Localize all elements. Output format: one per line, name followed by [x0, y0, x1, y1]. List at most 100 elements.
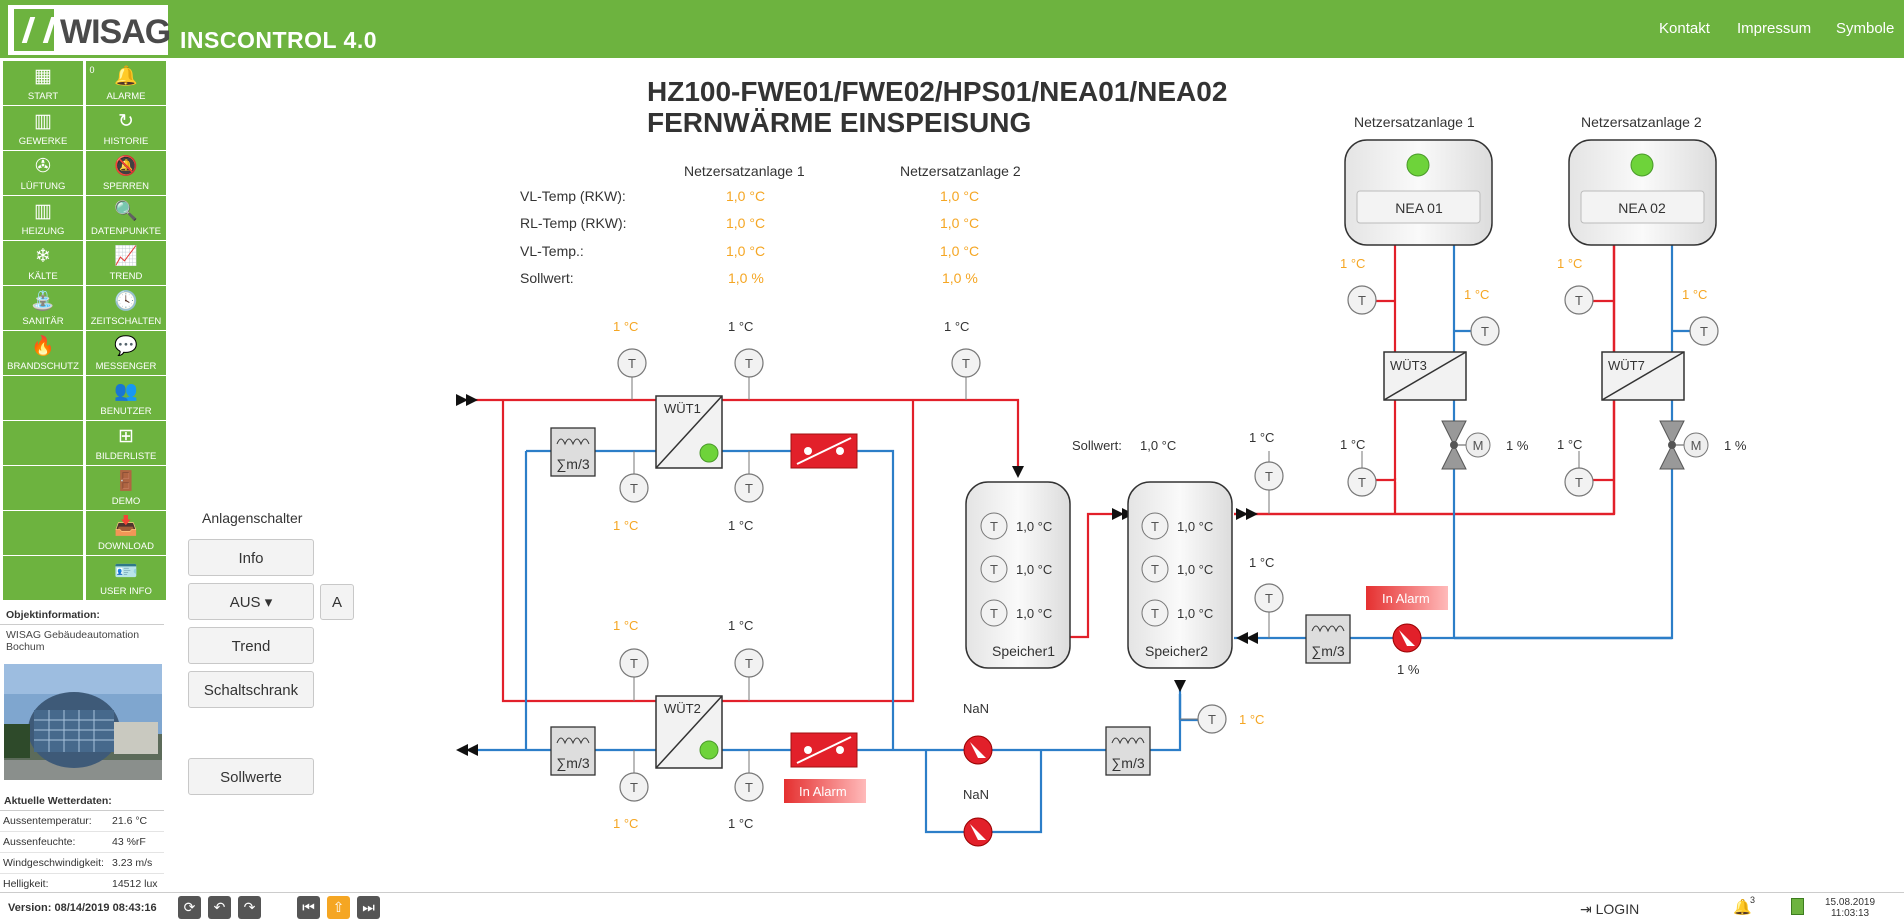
top-bar: WISAG INSCONTROL 4.0 Kontakt Impressum S…: [0, 0, 1904, 58]
nav-tile-historie[interactable]: ↻HISTORIE: [86, 106, 166, 150]
login-link[interactable]: ⇥ LOGIN: [1580, 901, 1639, 918]
nav-tile-brandschutz[interactable]: 🔥BRANDSCHUTZ: [3, 331, 83, 375]
wut1-label: WÜT1: [664, 401, 701, 416]
wisag-logo[interactable]: WISAG: [8, 5, 171, 55]
pump-3[interactable]: 1 %: [1392, 623, 1422, 677]
sensor-symbol: T: [1265, 591, 1273, 606]
nea02-button[interactable]: [1580, 190, 1705, 224]
nav-tile-empty: [3, 511, 83, 555]
sensor-symbol: T: [745, 656, 753, 671]
nav-tile-bilderliste[interactable]: ⊞BILDERLISTE: [86, 421, 166, 465]
temperature-sensor[interactable]: T: [951, 348, 981, 400]
nav-tile-demo[interactable]: 🚪DEMO: [86, 466, 166, 510]
nav-tile-gewerke[interactable]: ▥GEWERKE: [3, 106, 83, 150]
last-page-icon[interactable]: ⏭: [357, 896, 380, 919]
heat-meter[interactable]: ∑m/3: [550, 726, 596, 776]
alarm-badge-pump3[interactable]: In Alarm: [1366, 586, 1448, 610]
refresh-icon[interactable]: ⟳: [178, 896, 201, 919]
first-page-icon[interactable]: ⏮: [297, 896, 320, 919]
sensor-symbol: T: [1481, 324, 1489, 339]
nav-tile-zeitschalten[interactable]: 🕓ZEITSCHALTEN: [86, 286, 166, 330]
nav-tile-empty: [3, 421, 83, 465]
weather-row: Aussenfeuchte:43 %rF: [0, 832, 164, 853]
heat-exchanger-wut2[interactable]: WÜT2: [655, 695, 723, 769]
temperature-sensor[interactable]: T: [734, 348, 764, 400]
table-header-nea1: Netzersatzanlage 1: [684, 163, 805, 179]
temperature-sensor[interactable]: T: [617, 348, 647, 400]
nav-tile-benutzer[interactable]: 👥BENUTZER: [86, 376, 166, 420]
heat-meter[interactable]: ∑m/3: [1305, 614, 1351, 664]
heat-meter[interactable]: ∑m/3: [550, 427, 596, 477]
nav-tile-start[interactable]: ▦START: [3, 61, 83, 105]
temperature-sensor[interactable]: T: [1347, 285, 1377, 315]
trend-button[interactable]: Trend: [188, 627, 314, 664]
setpoint-label: Sollwert:: [1072, 438, 1122, 453]
auto-mode-button[interactable]: A: [320, 584, 354, 620]
temperature-sensor[interactable]: T: [1347, 451, 1377, 497]
temperature-value: 1 °C: [1239, 712, 1264, 727]
temperature-sensor[interactable]: T: [1180, 704, 1227, 734]
temperature-sensor[interactable]: T: [734, 648, 764, 701]
tank-temp-value: 1,0 °C: [1016, 519, 1052, 534]
nav-tile-sanitär[interactable]: ⛲SANITÄR: [3, 286, 83, 330]
nea-unit-1: Netzersatzanlage 1 NEA 01: [1344, 114, 1493, 246]
temperature-sensor[interactable]: T: [619, 750, 649, 802]
nav-tile-download[interactable]: 📥DOWNLOAD: [86, 511, 166, 555]
nav-tile-user-info[interactable]: 🪪USER INFO: [86, 556, 166, 600]
table-row-value: 1,0 °C: [726, 188, 766, 204]
nav-tile-empty: [3, 376, 83, 420]
temperature-sensor[interactable]: T: [1254, 451, 1284, 514]
nav-tile-trend[interactable]: 📈TREND: [86, 241, 166, 285]
table-row-value: 1,0 °C: [726, 215, 766, 231]
temperature-sensor[interactable]: T: [734, 750, 764, 802]
upload-icon[interactable]: ⇧: [327, 896, 350, 919]
alarm-bell-icon[interactable]: 🔔: [1733, 899, 1752, 916]
info-button[interactable]: Info: [188, 539, 314, 576]
heat-exchanger-wut3[interactable]: WÜT3: [1383, 351, 1467, 401]
alarm-badge-filter[interactable]: In Alarm: [784, 779, 866, 803]
nav-tile-lüftung[interactable]: ✇LÜFTUNG: [3, 151, 83, 195]
temperature-sensor[interactable]: T: [619, 451, 649, 503]
temperature-sensor[interactable]: T: [1564, 451, 1594, 497]
nav-tile-kälte[interactable]: ❄KÄLTE: [3, 241, 83, 285]
temperature-sensor[interactable]: T: [734, 451, 764, 503]
redo-icon[interactable]: ↷: [238, 896, 261, 919]
heat-exchanger-wut7[interactable]: WÜT7: [1601, 351, 1685, 401]
nav-tile-label: DEMO: [111, 496, 141, 507]
nav-tile-heizung[interactable]: ▥HEIZUNG: [3, 196, 83, 240]
nav-tile-sperren[interactable]: 🔕SPERREN: [86, 151, 166, 195]
undo-icon[interactable]: ↶: [208, 896, 231, 919]
heat-meter[interactable]: ∑m/3: [1105, 726, 1151, 776]
symbols-link[interactable]: Symbole: [1836, 20, 1895, 37]
temperature-value: 1 °C: [1557, 437, 1582, 452]
pump-2[interactable]: NaN: [963, 787, 993, 847]
nea01-button[interactable]: [1356, 190, 1481, 224]
temperature-sensor[interactable]: T: [1254, 583, 1284, 638]
temperature-sensor[interactable]: T: [1470, 316, 1500, 346]
filter-bottom: [790, 732, 858, 768]
imprint-link[interactable]: Impressum: [1737, 20, 1812, 37]
switch-cabinet-button[interactable]: Schaltschrank: [188, 671, 314, 708]
tank-temp-value: 1,0 °C: [1177, 519, 1213, 534]
temperature-sensor[interactable]: T: [1689, 316, 1719, 346]
pump-1[interactable]: NaN: [963, 701, 993, 765]
motor-symbol: M: [1691, 438, 1702, 453]
temperature-sensor[interactable]: T: [1564, 285, 1594, 315]
control-valve-nea2[interactable]: M 1 %: [1659, 420, 1747, 470]
plant-switch-dropdown[interactable]: AUS ▾: [188, 583, 314, 620]
contact-link[interactable]: Kontakt: [1659, 20, 1710, 37]
heat-exchanger-wut1[interactable]: WÜT1: [655, 395, 723, 469]
setpoints-button[interactable]: Sollwerte: [188, 758, 314, 795]
nav-tile-datenpunkte[interactable]: 🔍DATENPUNKTE: [86, 196, 166, 240]
temperature-sensor[interactable]: T: [619, 648, 649, 701]
nav-tile-messenger[interactable]: 💬MESSENGER: [86, 331, 166, 375]
control-valve-nea1[interactable]: M 1 %: [1441, 420, 1529, 470]
